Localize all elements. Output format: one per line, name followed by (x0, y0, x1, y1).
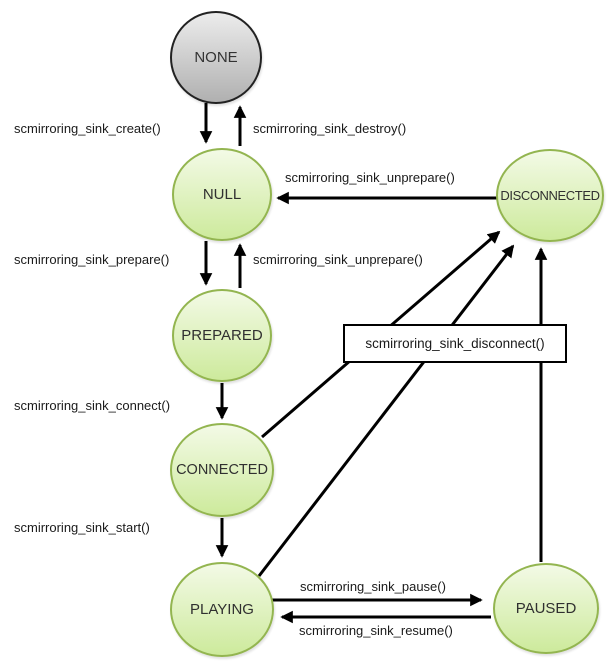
state-playing-label: PLAYING (190, 601, 254, 618)
transition-label-disconnect: scmirroring_sink_disconnect() (365, 336, 545, 351)
transition-label-destroy: scmirroring_sink_destroy() (253, 121, 407, 136)
transition-label-disconnect-box: scmirroring_sink_disconnect() (343, 324, 567, 363)
arrow-disconnect-from-playing (257, 244, 515, 577)
transition-label-unprepare-from-disconnected: scmirroring_sink_unprepare() (285, 170, 455, 185)
state-prepared-label: PREPARED (181, 327, 263, 344)
transition-label-create: scmirroring_sink_create() (14, 121, 161, 136)
state-connected: CONNECTED (170, 423, 274, 517)
state-none-label: NONE (194, 49, 238, 66)
state-connected-label: CONNECTED (176, 462, 268, 478)
transition-label-connect: scmirroring_sink_connect() (14, 398, 171, 413)
state-prepared: PREPARED (172, 289, 272, 382)
state-playing: PLAYING (170, 562, 274, 657)
transition-label-prepare: scmirroring_sink_prepare() (14, 252, 170, 267)
state-null-label: NULL (202, 186, 242, 203)
transition-label-unprepare-from-prepared: scmirroring_sink_unprepare() (253, 252, 423, 267)
state-disconnected: DISCONNECTED (496, 149, 604, 242)
transition-label-pause: scmirroring_sink_pause() (300, 579, 446, 594)
state-null: NULL (172, 148, 272, 241)
transition-label-start: scmirroring_sink_start() (14, 520, 150, 535)
state-paused: PAUSED (493, 563, 599, 654)
state-disconnected-label: DISCONNECTED (500, 188, 600, 203)
state-paused-label: PAUSED (515, 600, 577, 617)
transition-label-resume: scmirroring_sink_resume() (299, 623, 453, 638)
state-none: NONE (170, 11, 262, 104)
